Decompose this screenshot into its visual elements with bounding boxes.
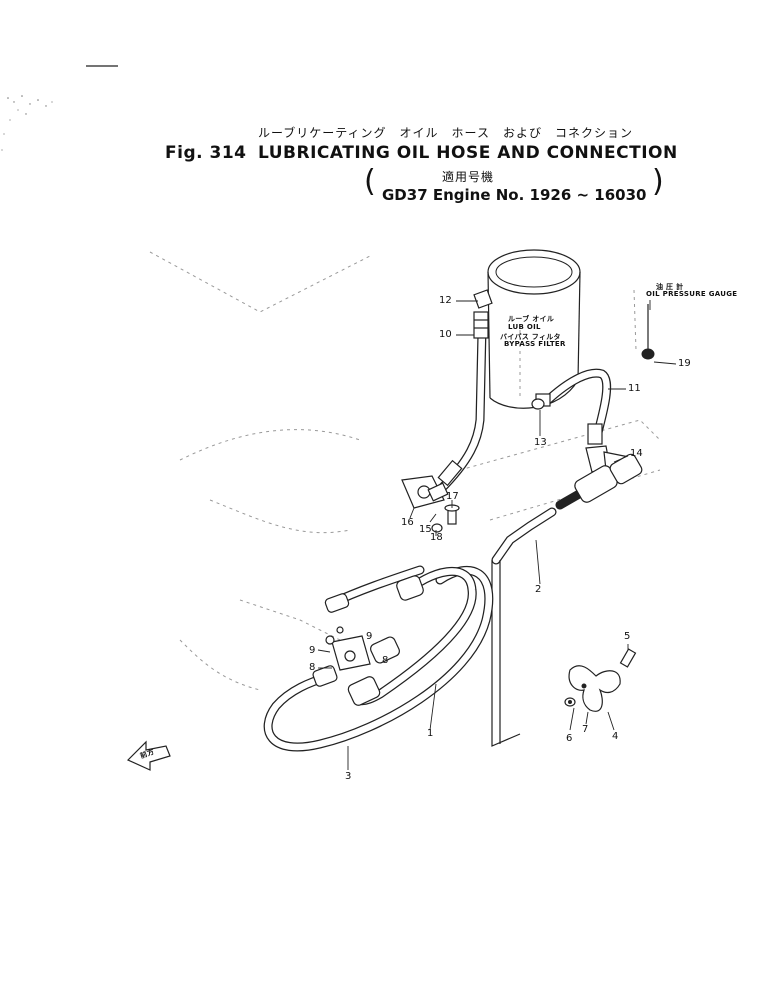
hose-11 [535, 368, 612, 445]
bypass-jp-label: バイパス フィルタ [500, 333, 561, 341]
callout-11: 11 [628, 383, 641, 394]
lub-oil-jp-label: ルーブ オイル [508, 315, 555, 323]
callout-13: 13 [534, 437, 547, 448]
callout-9b: 9 [366, 631, 373, 642]
scan-speckle [1, 95, 53, 151]
callout-8b: 8 [382, 655, 389, 666]
lub-oil-label: LUB OIL [508, 323, 541, 331]
callout-12: 12 [439, 295, 452, 306]
close-paren: ) [652, 164, 664, 199]
applicable-engines: GD37 Engine No. 1926 ~ 16030 [382, 186, 647, 204]
bypass-filter-canister [487, 249, 581, 409]
gauge-jp-label: 油 圧 計 [656, 283, 684, 291]
callout-15: 15 [419, 524, 432, 535]
figure-number: Fig. 314 [165, 143, 247, 163]
callout-14: 14 [630, 448, 643, 459]
leader-lines [317, 300, 677, 770]
hose-10 [435, 289, 493, 495]
callout-4: 4 [612, 731, 619, 742]
fitting-13 [531, 398, 545, 410]
callout-3: 3 [345, 771, 352, 782]
figure-title: LUBRICATING OIL HOSE AND CONNECTION [258, 143, 678, 163]
callout-19: 19 [678, 358, 691, 369]
callout-18: 18 [430, 532, 443, 543]
hose-2 [491, 507, 557, 747]
open-paren: ( [364, 164, 376, 199]
applicable-jp: 適用号機 [442, 170, 495, 184]
engine-outline-faint [149, 251, 661, 691]
hose-upper-left [324, 565, 425, 613]
callout-9a: 9 [309, 645, 316, 656]
hose-fittings [312, 626, 400, 706]
hose-3-loop [263, 566, 494, 752]
clamp-assembly [564, 648, 637, 712]
callout-8a: 8 [309, 662, 316, 673]
front-direction-arrow [126, 740, 171, 771]
callout-16: 16 [401, 517, 414, 528]
callout-7: 7 [582, 724, 589, 735]
callout-10: 10 [439, 329, 452, 340]
callout-6: 6 [566, 733, 573, 744]
bypass-filter-label: BYPASS FILTER [504, 340, 566, 348]
callout-17: 17 [446, 491, 459, 502]
callout-2: 2 [535, 584, 542, 595]
japanese-title: ルーブリケーティング オイル ホース および コネクション [258, 126, 633, 140]
gauge-connector-19 [633, 289, 655, 360]
oil-pressure-gauge-label: OIL PRESSURE GAUGE [646, 290, 738, 298]
callout-1: 1 [427, 728, 434, 739]
connector-14-hose [555, 453, 643, 510]
callout-5: 5 [624, 631, 631, 642]
connection-block [401, 475, 460, 533]
